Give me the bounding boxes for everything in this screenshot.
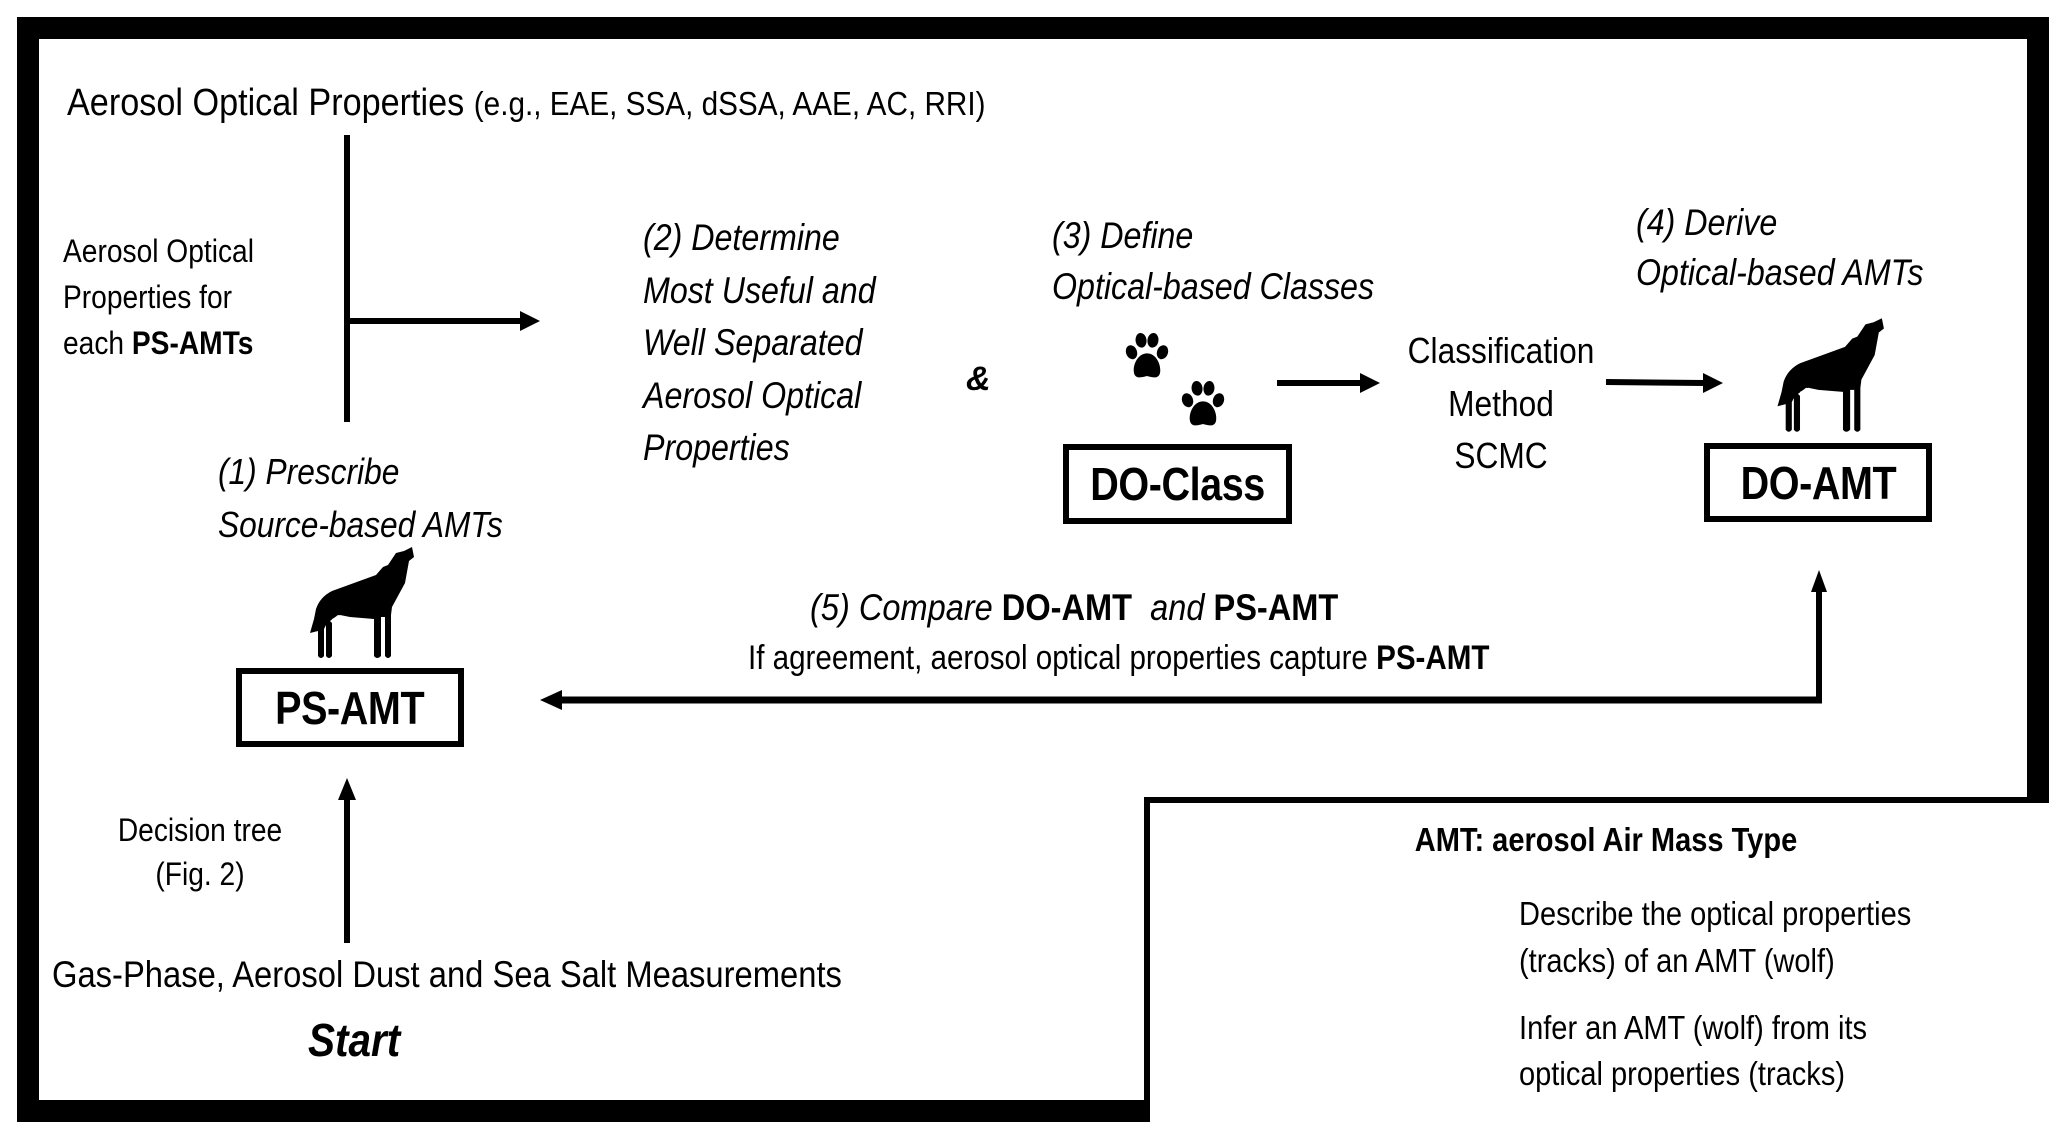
step-1-subtitle: Source-based AMTs — [218, 504, 503, 545]
step-2-label: (2) Determine Most Useful and Well Separ… — [643, 212, 876, 475]
do-amt-label: DO-AMT — [1740, 456, 1896, 509]
classification-method: Classification Method SCMC — [1404, 325, 1598, 483]
ampersand: & — [966, 360, 991, 398]
legend-row-text: optical properties (tracks) — [1519, 1055, 1846, 1092]
optical-properties-branch-arrow — [344, 135, 540, 422]
step-5-note-text: If agreement, aerosol optical properties… — [748, 639, 1377, 677]
legend-box — [1144, 797, 2049, 1122]
step-1-title: (1) Prescribe — [218, 451, 400, 492]
legend-row-text: (tracks) of an AMT (wolf) — [1519, 942, 1835, 979]
ps-amt-label: PS-AMT — [275, 681, 425, 734]
legend-row-text: Infer an AMT (wolf) from its — [1519, 1009, 1868, 1046]
measurements-label: Gas-Phase, Aerosol Dust and Sea Salt Mea… — [52, 954, 842, 995]
ps-amts-term: PS-AMTs — [131, 325, 254, 361]
top-header: Aerosol Optical Properties (e.g., EAE, S… — [67, 84, 985, 122]
step-5-note: If agreement, aerosol optical properties… — [748, 641, 1489, 675]
legend-title: AMT: aerosol Air Mass Type — [1414, 821, 1798, 858]
do-class-label: DO-Class — [1090, 458, 1265, 510]
step-2-line: (2) Determine — [643, 217, 840, 258]
diagram-frame — [17, 17, 2049, 1122]
step-5-prefix: (5) Compare — [810, 587, 1002, 628]
classification-method-name: SCMC — [1454, 435, 1548, 476]
top-header-label: Aerosol Optical Properties — [67, 82, 465, 124]
step-5-connector: and — [1150, 587, 1205, 628]
do-class-box: DO-Class — [1063, 444, 1292, 524]
step-2-line: Most Useful and — [643, 269, 876, 311]
ps-amt-term: PS-AMT — [1376, 639, 1490, 677]
paws-to-classification-arrow — [1277, 373, 1380, 393]
legend-row-infer: Infer an AMT (wolf) from its optical pro… — [1519, 1005, 1867, 1097]
measurements-up-arrow — [338, 778, 356, 943]
top-header-examples: (e.g., EAE, SSA, dSSA, AAE, AC, RRI) — [473, 85, 986, 122]
step-1-label: (1) Prescribe Source-based AMTs — [218, 445, 503, 551]
step-2-line: Aerosol Optical — [643, 374, 862, 416]
ps-amt-term: PS-AMT — [1213, 587, 1339, 628]
legend-row-text: Describe the optical properties — [1519, 895, 1912, 932]
classification-to-do-amt-arrow — [1605, 373, 1723, 393]
classification-line: Method — [1448, 382, 1554, 424]
decision-tree-line: Decision tree — [117, 812, 283, 848]
step-4-label: (4) Derive Optical-based AMTs — [1636, 198, 1923, 298]
step-4-subtitle: Optical-based AMTs — [1636, 252, 1924, 293]
left-note-line: Properties for — [63, 279, 233, 315]
do-amt-term: DO-AMT — [1001, 587, 1133, 628]
classification-line: Classification — [1407, 330, 1595, 371]
wolf-icon — [310, 547, 414, 658]
left-note-prefix: each — [63, 325, 132, 361]
legend-row-describe: Describe the optical properties (tracks)… — [1519, 890, 1911, 984]
left-note-line: each PS-AMTs — [63, 320, 254, 366]
left-note: Aerosol Optical Properties for each PS-A… — [63, 228, 254, 366]
step-3-title: (3) Define — [1052, 215, 1194, 256]
figure-reference: (Fig. 2) — [155, 856, 245, 892]
step-3-subtitle: Optical-based Classes — [1052, 266, 1375, 307]
step-3-label: (3) Define Optical-based Classes — [1052, 210, 1374, 312]
do-amt-box: DO-AMT — [1704, 443, 1932, 522]
compare-feedback-arrow — [540, 570, 1827, 710]
start-label: Start — [308, 1014, 401, 1066]
decision-tree-label: Decision tree (Fig. 2) — [103, 808, 297, 896]
ps-amt-box: PS-AMT — [236, 668, 464, 747]
step-2-line: Well Separated — [643, 322, 863, 363]
step-4-title: (4) Derive — [1636, 202, 1778, 243]
step-2-line: Properties — [643, 427, 790, 468]
step-5-label: (5) Compare DO-AMT and PS-AMT — [810, 589, 1338, 626]
paw-prints-icon — [1124, 332, 1226, 425]
left-note-line: Aerosol Optical — [63, 233, 254, 269]
wolf-icon — [1777, 318, 1884, 432]
